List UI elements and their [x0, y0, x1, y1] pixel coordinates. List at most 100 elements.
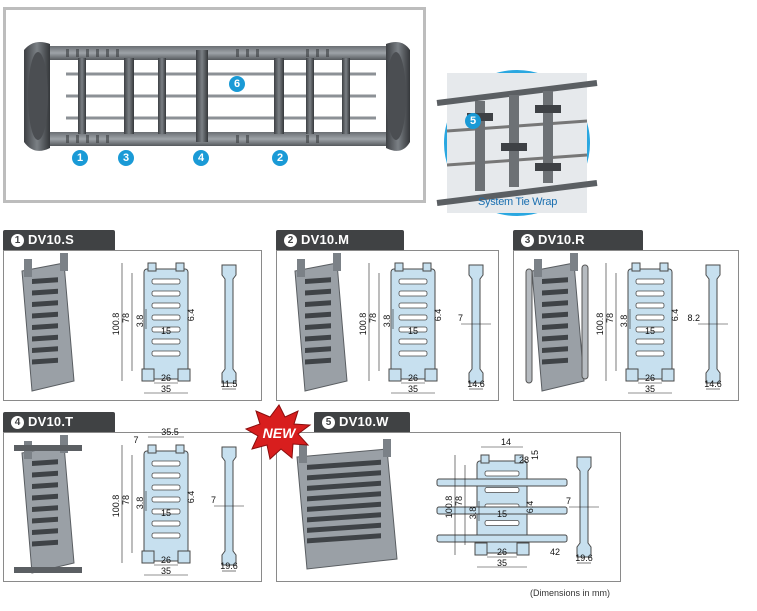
tab-title: DV10.M	[301, 232, 350, 247]
tab-title: DV10.T	[28, 414, 74, 429]
photo-slot	[305, 346, 331, 354]
photo-tab	[333, 253, 341, 271]
separator-photo	[294, 253, 348, 392]
photo-slot	[32, 539, 58, 547]
separator-photo	[296, 439, 398, 570]
photo-slot	[542, 300, 568, 308]
photo-tab	[60, 253, 68, 271]
photo-slot	[32, 470, 58, 478]
photo-slot	[307, 480, 381, 491]
front-body	[143, 450, 189, 562]
hero-callout-3: 3	[118, 150, 134, 166]
dim-gap-label: 15	[161, 508, 171, 518]
photo-tab	[297, 259, 305, 277]
photo-slot	[307, 491, 381, 502]
photo-slot	[307, 470, 381, 481]
photo-slot	[542, 311, 568, 319]
photo-crossbar	[14, 567, 82, 573]
photo-slot	[542, 334, 568, 342]
photo-slot	[305, 357, 331, 365]
front-slot	[398, 338, 428, 345]
front-slot	[398, 326, 428, 333]
dim-width-label: 35	[497, 558, 507, 568]
front-slot	[398, 302, 428, 309]
front-slot	[151, 290, 181, 297]
front-slot	[635, 302, 665, 309]
new-badge-label: NEW	[263, 425, 297, 441]
front-slot	[151, 520, 181, 527]
front-slot	[151, 532, 181, 539]
front-tab	[480, 454, 490, 464]
photo-tab	[60, 435, 68, 453]
front-slot	[484, 520, 520, 526]
dim-width-label: 35	[645, 384, 655, 394]
photo-slot	[32, 346, 58, 354]
photo-slot	[32, 300, 58, 308]
front-foot	[424, 368, 438, 382]
front-body	[627, 268, 673, 380]
front-body	[143, 268, 189, 380]
separator-photo	[525, 253, 589, 392]
dim-width-label: 35	[408, 384, 418, 394]
dim-inner-label: 78	[605, 313, 615, 323]
dim-gap-label: 15	[408, 326, 418, 336]
dim-top-label: 14	[501, 437, 511, 447]
front-slot	[151, 338, 181, 345]
photo-slot	[32, 323, 58, 331]
front-slot	[635, 338, 665, 345]
front-slot	[635, 290, 665, 297]
front-slot	[151, 460, 181, 467]
front-slot	[151, 484, 181, 491]
dim-bottom-label: 26	[408, 373, 418, 383]
photo-slot	[307, 501, 381, 512]
front-foot	[177, 550, 191, 564]
front-foot	[141, 550, 155, 564]
dim-height-label: 100.8	[444, 496, 454, 519]
dim-arm-label: 28	[519, 455, 529, 465]
photo-roller	[525, 268, 533, 384]
dim-thick-label: 8.2	[687, 313, 700, 323]
dim-inner-label: 78	[121, 495, 131, 505]
tab-title: DV10.S	[28, 232, 75, 247]
front-foot	[625, 368, 639, 382]
front-slot	[151, 314, 181, 321]
front-slot	[151, 508, 181, 515]
dim-slot-label: 6.4	[186, 491, 196, 504]
front-slot	[398, 278, 428, 285]
cable-carrier-illustration	[24, 42, 410, 151]
tab-title: DV10.W	[339, 414, 389, 429]
dim-side-label: 19.6	[575, 553, 593, 563]
photo-tab	[383, 439, 391, 457]
dim-side-label: 14.6	[467, 379, 485, 389]
front-tab	[422, 262, 432, 272]
photo-slot	[32, 459, 58, 467]
hero-callout-4: 4	[193, 150, 209, 166]
dim-pitch-label: 3.8	[619, 315, 629, 328]
photo-slot	[32, 288, 58, 296]
photo-slot	[542, 346, 568, 354]
side-body	[221, 264, 237, 384]
front-slot	[398, 290, 428, 297]
front-slot	[151, 496, 181, 503]
dim-side-label: 11.5	[221, 379, 238, 389]
dim-height-label: 100.8	[358, 313, 368, 336]
dim-bottom-label: 26	[161, 373, 171, 383]
front-tab	[147, 262, 157, 272]
photo-slot	[542, 277, 568, 285]
photo-slot	[32, 334, 58, 342]
front-slot	[151, 326, 181, 333]
tab-num-1: 1	[11, 234, 24, 247]
front-slot	[635, 314, 665, 321]
front-tab	[175, 262, 185, 272]
front-foot	[141, 368, 155, 382]
front-foot	[661, 368, 675, 382]
front-slot	[398, 350, 428, 357]
front-slot	[635, 326, 665, 333]
